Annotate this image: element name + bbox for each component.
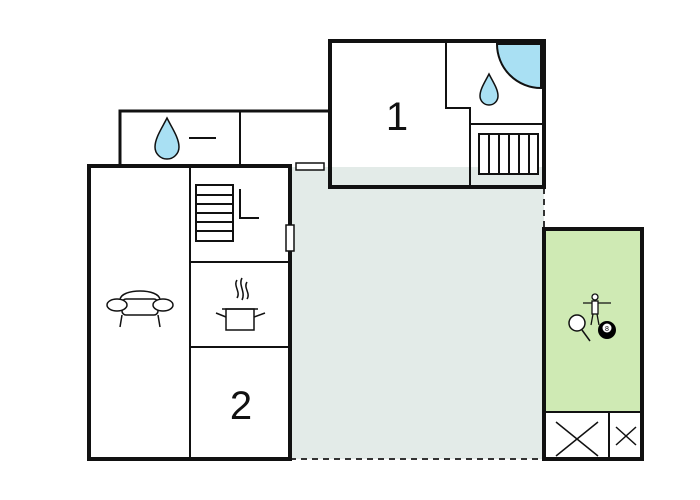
- water-drop-icon: [154, 116, 180, 160]
- terrace-dashed-edges: [290, 188, 545, 460]
- foosball-icon: [583, 293, 611, 326]
- games-room: [544, 229, 642, 412]
- outdoor-terrace: [290, 167, 544, 459]
- water-drop-icon: [479, 72, 499, 106]
- storage-cross-icon: [615, 426, 637, 446]
- ping-pong-paddle-icon: [568, 314, 591, 342]
- billiard-ball-number: 8: [605, 326, 609, 333]
- walls: [87, 39, 644, 461]
- room-number-2: 2: [230, 384, 252, 428]
- storage-cross-icon: [555, 421, 599, 457]
- cooking-pot-icon: [215, 277, 266, 331]
- sofa-icon: [106, 290, 174, 328]
- staircase-icon: [195, 184, 234, 242]
- billiard-ball-icon: 8: [598, 321, 616, 339]
- room-number-1: 1: [386, 95, 408, 139]
- window: [285, 224, 295, 252]
- shower-icon: [495, 43, 542, 90]
- window: [295, 162, 325, 171]
- staircase-icon: [478, 133, 539, 175]
